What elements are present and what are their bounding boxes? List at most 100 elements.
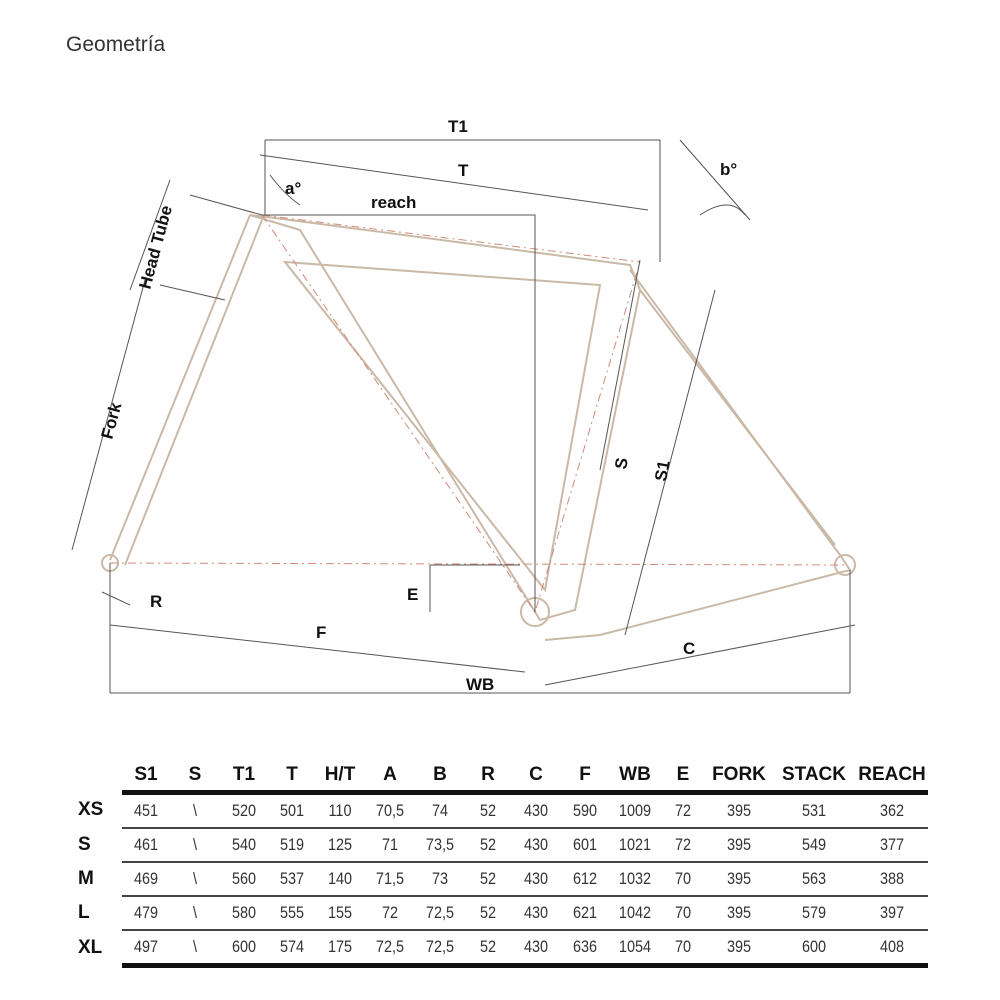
column-header: REACH	[858, 764, 926, 785]
table-cell: 461	[125, 828, 167, 863]
dimension-lines	[71, 139, 856, 694]
label-r: R	[150, 592, 162, 611]
table-cell: 73	[419, 862, 461, 897]
table-cell: 70	[663, 896, 703, 931]
table-cell: 612	[563, 862, 607, 897]
table-cell: 72,5	[419, 896, 461, 931]
column-header: H/T	[324, 764, 356, 785]
column-header: B	[433, 764, 447, 785]
column-header: C	[529, 764, 543, 785]
table-cell: 125	[319, 828, 361, 863]
column-header: WB	[619, 764, 651, 785]
label-reach: reach	[371, 193, 416, 212]
table-cell: 1054	[613, 930, 657, 968]
table-cell: 430	[515, 930, 557, 968]
table-cell: 600	[223, 930, 265, 968]
table-cell: 531	[778, 790, 850, 829]
table-cell: 73,5	[419, 828, 461, 863]
table-cell: 501	[271, 790, 313, 829]
table-cell: 497	[125, 930, 167, 968]
table-cell: 362	[861, 790, 923, 829]
label-t: T	[458, 161, 469, 180]
table-cell: 52	[467, 790, 509, 829]
table-cell: 395	[710, 862, 768, 897]
table-cell: 70	[663, 930, 703, 968]
column-header: S	[188, 764, 202, 785]
table-cell: 451	[125, 790, 167, 829]
table-cell: 560	[223, 862, 265, 897]
label-fork: Fork	[98, 400, 126, 441]
table-cell: 395	[710, 790, 768, 829]
table-cell: 140	[319, 862, 361, 897]
size-label: L	[78, 902, 90, 923]
table-cell: 388	[861, 862, 923, 897]
table-cell: 397	[861, 896, 923, 931]
table-cell: 71,5	[367, 862, 413, 897]
table-cell: 636	[563, 930, 607, 968]
label-t1: T1	[448, 117, 468, 136]
label-angle-a: a°	[285, 179, 301, 198]
table-cell: 479	[125, 896, 167, 931]
label-f: F	[316, 623, 326, 642]
column-header: T1	[232, 764, 256, 785]
table-cell: 52	[467, 896, 509, 931]
table-cell: 1021	[613, 828, 657, 863]
table-cell: 71	[367, 828, 413, 863]
label-s1: S1	[651, 459, 673, 483]
page-title: Geometría	[66, 33, 166, 56]
table-cell: 408	[861, 930, 923, 968]
column-header: FORK	[712, 764, 766, 785]
table-cell: 377	[861, 828, 923, 863]
table-cell: 52	[467, 930, 509, 968]
label-head-tube: Head Tube	[136, 203, 177, 291]
table-cell: \	[173, 930, 217, 968]
table-cell: 52	[467, 862, 509, 897]
label-c: C	[683, 639, 695, 658]
table-cell: 601	[563, 828, 607, 863]
table-cell: 563	[778, 862, 850, 897]
table-cell: 469	[125, 862, 167, 897]
table-cell: 430	[515, 896, 557, 931]
table-cell: 430	[515, 862, 557, 897]
table-cell: 540	[223, 828, 265, 863]
table-cell: 395	[710, 930, 768, 968]
table-cell: 72	[663, 828, 703, 863]
column-header: STACK	[781, 764, 847, 785]
table-cell: 430	[515, 828, 557, 863]
size-label: XS	[78, 799, 104, 821]
table-cell: 590	[563, 790, 607, 829]
column-header: F	[579, 764, 591, 785]
table-cell: 430	[515, 790, 557, 829]
table-cell: 549	[778, 828, 850, 863]
table-cell: \	[173, 828, 217, 863]
size-label: S	[78, 834, 91, 855]
label-e: E	[407, 585, 418, 604]
table-cell: 574	[271, 930, 313, 968]
table-cell: 155	[319, 896, 361, 931]
column-header: R	[481, 764, 495, 785]
table-cell: 1042	[613, 896, 657, 931]
table-cell: 555	[271, 896, 313, 931]
table-cell: 520	[223, 790, 265, 829]
table-cell: 519	[271, 828, 313, 863]
table-cell: 537	[271, 862, 313, 897]
table-cell: 1009	[613, 790, 657, 829]
table-cell: 72,5	[367, 930, 413, 968]
bike-frame	[101, 214, 856, 641]
table-cell: 70,5	[367, 790, 413, 829]
label-s: S	[611, 456, 632, 470]
table-cell: \	[173, 790, 217, 829]
table-cell: 395	[710, 828, 768, 863]
label-angle-b: b°	[720, 160, 737, 179]
column-header: A	[383, 764, 397, 785]
table-cell: 395	[710, 896, 768, 931]
table-cell: \	[173, 896, 217, 931]
